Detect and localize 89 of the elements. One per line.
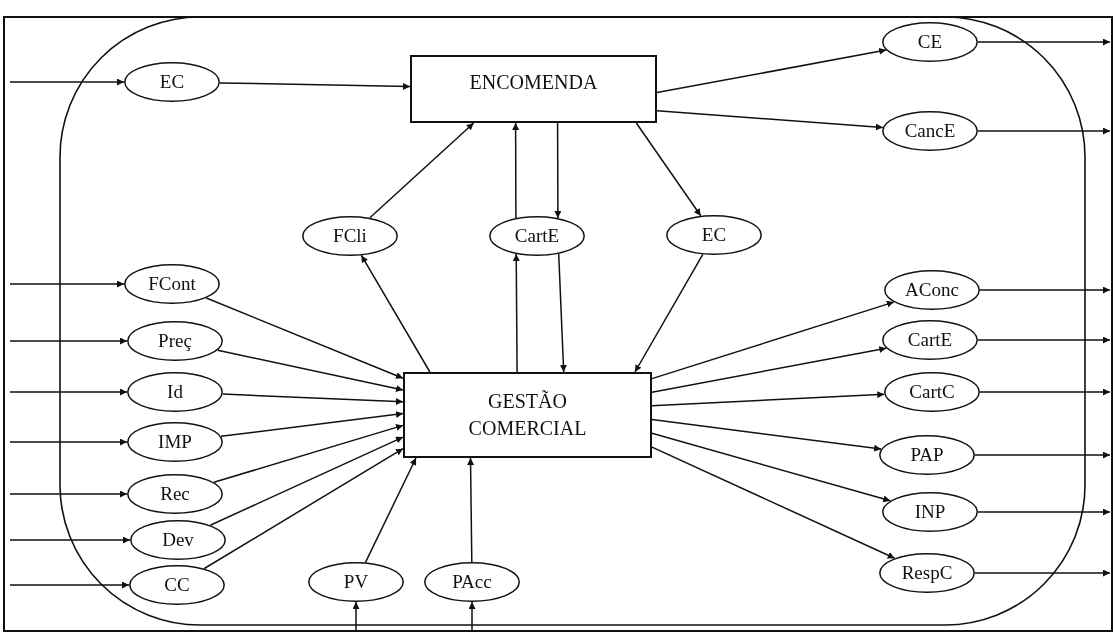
arrow (9, 280, 125, 288)
arrow (213, 424, 404, 484)
arrow (512, 253, 520, 373)
arrow (557, 253, 567, 373)
arrow (467, 457, 475, 563)
arrow (512, 122, 520, 219)
arrow (360, 254, 431, 373)
arrow (352, 601, 360, 633)
data-flow-ellipse (302, 216, 398, 256)
arrow (369, 122, 475, 219)
node-label: CartE (907, 328, 953, 353)
node-label: ENCOMENDA (469, 70, 598, 95)
data-flow-ellipse (127, 474, 223, 514)
process-box (403, 372, 652, 458)
data-flow-ellipse (884, 270, 980, 310)
node-label: EC (159, 70, 185, 95)
arrow (974, 569, 1111, 577)
arrow (974, 451, 1111, 459)
arrow (635, 122, 702, 217)
arrow (651, 346, 887, 393)
arrow (554, 122, 562, 219)
arrow (220, 411, 404, 438)
data-flow-ellipse (882, 111, 978, 151)
data-flow-ellipse (127, 372, 223, 412)
node-label: IMP (158, 430, 192, 455)
arrow (656, 47, 887, 94)
arrow (979, 388, 1111, 396)
node-label: Dev (162, 528, 194, 553)
arrow (656, 109, 884, 131)
arrow (977, 336, 1111, 344)
arrow (651, 432, 892, 503)
arrow (651, 418, 882, 452)
arrow (216, 349, 404, 392)
data-flow-ellipse (882, 320, 978, 360)
data-flow-ellipse (879, 435, 975, 475)
node-label: Preç (158, 329, 192, 354)
data-flow-ellipse (127, 422, 223, 462)
data-flow-ellipse (489, 216, 585, 256)
arrow (219, 82, 411, 90)
data-flow-ellipse (124, 264, 220, 304)
arrow (651, 300, 895, 380)
node-label: EC (701, 223, 727, 248)
node-label: RespC (901, 561, 953, 586)
arrow (9, 536, 131, 544)
node-label: PV (343, 570, 369, 595)
arrow (9, 581, 130, 589)
arrow (977, 38, 1111, 46)
arrow (9, 438, 128, 446)
data-flow-ellipse (308, 562, 404, 602)
arrow (977, 127, 1111, 135)
arrow (979, 286, 1111, 294)
node-label: PAcc (452, 570, 492, 595)
data-flow-ellipse (879, 553, 975, 593)
arrow (977, 508, 1111, 516)
data-flow-ellipse (882, 22, 978, 62)
arrow (651, 391, 886, 407)
arrow (364, 457, 417, 564)
node-label: CancE (904, 119, 956, 144)
node-label: GESTÃO COMERCIAL (467, 389, 588, 441)
arrow (468, 601, 476, 633)
node-label: INP (914, 500, 946, 525)
arrow (205, 297, 404, 379)
arrow (209, 436, 404, 526)
data-flow-ellipse (424, 562, 520, 602)
node-label: Rec (160, 482, 190, 507)
node-label: CartC (909, 380, 955, 405)
process-box (410, 55, 657, 123)
node-label: AConc (905, 278, 959, 303)
data-flow-ellipse (124, 62, 220, 102)
data-flow-ellipse (666, 215, 762, 255)
arrow (9, 388, 128, 396)
data-flow-ellipse (884, 372, 980, 412)
arrow (9, 490, 128, 498)
data-flow-ellipse (129, 565, 225, 605)
node-label: PAP (910, 443, 944, 468)
arrow (651, 446, 896, 559)
node-label: CartE (514, 224, 560, 249)
node-label: CE (917, 30, 943, 55)
data-flow-ellipse (882, 492, 978, 532)
node-label: FCont (148, 272, 196, 297)
arrow (221, 393, 404, 405)
node-label: Id (167, 380, 183, 405)
node-label: CC (164, 573, 190, 598)
arrow (9, 78, 125, 86)
node-label: FCli (333, 224, 367, 249)
arrow (9, 337, 128, 345)
arrow (634, 253, 704, 373)
data-flow-ellipse (127, 321, 223, 361)
data-flow-ellipse (130, 520, 226, 560)
